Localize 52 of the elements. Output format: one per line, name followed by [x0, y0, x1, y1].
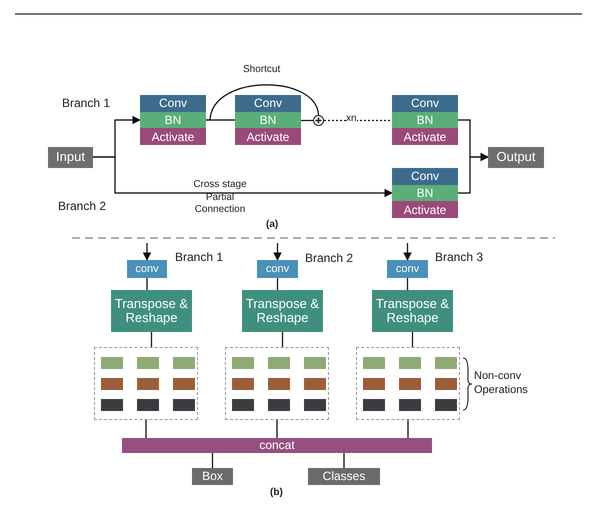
output-box: Output — [488, 147, 544, 168]
sum-circle — [313, 115, 324, 126]
panel-label: (a) — [266, 219, 278, 230]
connector-line — [212, 453, 214, 468]
annotation-text: Branch 1 — [62, 96, 110, 110]
concat-bar: concat — [122, 438, 432, 453]
box-output: Box — [192, 468, 233, 485]
transpose-reshape-box: Transpose & Reshape — [242, 290, 323, 332]
classes-output: Classes — [308, 468, 380, 485]
input-box: Input — [48, 147, 93, 168]
annotation-text: Branch 3 — [435, 250, 484, 264]
annotation-text: Branch 1 — [175, 250, 224, 264]
activation-layer: Activate — [392, 201, 458, 218]
connector-line — [146, 278, 148, 290]
annotation-text: Non-conv Operations — [474, 370, 529, 398]
conv-box: conv — [127, 260, 167, 278]
connector-line — [276, 278, 278, 290]
connector-line — [206, 84, 320, 121]
connector-line — [324, 120, 392, 122]
conv-layer: Conv — [392, 168, 458, 185]
connector-line — [406, 278, 408, 290]
edge-label: Cross stage Partial Connection — [192, 179, 248, 216]
arrow — [93, 156, 393, 198]
connector-line — [412, 332, 414, 347]
annotation-text: Branch 2 — [58, 199, 106, 213]
arrow — [458, 152, 489, 194]
conv-layer: Conv — [140, 95, 206, 112]
transpose-reshape-box: Transpose & Reshape — [372, 290, 453, 332]
connector-line — [343, 453, 345, 468]
conv-layer: Conv — [235, 95, 301, 112]
connector-line — [276, 420, 278, 438]
conv-box: conv — [387, 260, 428, 278]
batch-norm-layer: BN — [140, 112, 206, 128]
arrow — [142, 243, 152, 261]
conv-box: conv — [257, 260, 298, 278]
activation-layer: Activate — [235, 128, 301, 146]
connector-line — [150, 332, 152, 347]
arrow — [403, 243, 412, 261]
activation-layer: Activate — [140, 128, 206, 146]
connector-line — [145, 420, 147, 438]
connector-line — [301, 120, 313, 122]
batch-norm-layer: BN — [392, 184, 458, 202]
arrow — [273, 243, 282, 261]
conv-layer: Conv — [392, 95, 458, 112]
connector-line — [282, 332, 284, 347]
batch-norm-layer: BN — [235, 112, 301, 128]
activation-layer: Activate — [392, 128, 458, 146]
annotation-text: Branch 2 — [305, 251, 354, 265]
batch-norm-layer: BN — [392, 112, 458, 128]
connector-line — [407, 420, 409, 438]
transpose-reshape-box: Transpose & Reshape — [111, 290, 192, 332]
panel-label: (b) — [270, 487, 283, 498]
